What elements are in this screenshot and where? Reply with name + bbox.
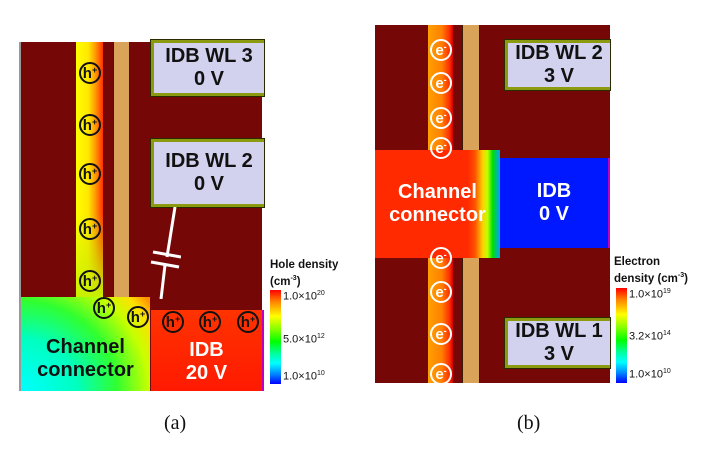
channel-connector-label-line1: Channel [46, 336, 125, 358]
colorbar-tick-label: 1.0×1010 [629, 368, 671, 381]
hole-carrier-icon: h+ [79, 114, 101, 136]
panel-a: IDB WL 3 0 V IDB WL 2 0 V Channel connec… [19, 39, 265, 391]
colorbar [616, 288, 627, 383]
hole-carrier-icon: h+ [93, 297, 115, 319]
colorbar-tick-label: 1.0×1019 [629, 288, 671, 301]
panel-b: IDB WL 2 3 V IDB WL 1 3 V Channel connec… [375, 25, 611, 385]
idb-voltage: 0 V [538, 203, 570, 225]
electron-carrier-icon: e- [430, 39, 452, 61]
electron-carrier-icon: e- [430, 323, 452, 345]
caption-a: (a) [164, 412, 187, 434]
hole-carrier-icon: h+ [79, 62, 101, 84]
oxide-strip [113, 42, 130, 297]
legend-title: Hole density (cm-3) [270, 259, 339, 288]
hole-carrier-icon: h+ [162, 311, 184, 333]
wordline-voltage: 3 V [543, 65, 575, 87]
wordline-name: IDB WL 1 [515, 320, 603, 342]
wordline-box: IDB WL 1 3 V [504, 317, 611, 369]
wordline-name: IDB WL 2 [515, 42, 603, 64]
colorbar [270, 290, 281, 384]
channel-connector-label-line1: Channel [398, 181, 477, 203]
legend-title: Electron density (cm-3) [614, 256, 688, 285]
colorbar-tick-label: 5.0×1012 [283, 333, 325, 346]
colorbar-tick-label: 3.2×1014 [629, 330, 671, 343]
hole-carrier-icon: h+ [79, 218, 101, 240]
channel-connector: Channel connector [375, 150, 500, 258]
hole-carrier-icon: h+ [237, 311, 259, 333]
capacitor-icon [150, 207, 181, 299]
idb-name: IDB [189, 338, 224, 361]
electron-carrier-icon: e- [430, 137, 452, 159]
channel-connector-label-line2: connector [389, 204, 486, 226]
hole-density-legend: Hole density (cm-3) 1.0×1020 5.0×1012 1.… [270, 258, 370, 388]
wordline-name: IDB WL 2 [165, 150, 253, 172]
colorbar-tick-label: 1.0×1010 [283, 370, 325, 383]
electron-carrier-icon: e- [430, 107, 452, 129]
hole-carrier-icon: h+ [79, 163, 101, 185]
electron-density-legend: Electron density (cm-3) 1.0×1019 3.2×101… [614, 255, 711, 385]
oxide-strip-upper [462, 25, 480, 150]
wordline-box: IDB WL 3 0 V [150, 39, 265, 97]
hole-carrier-icon: h+ [79, 270, 101, 292]
vertical-channel-lower [428, 258, 453, 383]
caption-b: (b) [517, 412, 541, 434]
hole-carrier-icon: h+ [127, 306, 149, 328]
hole-carrier-icon: h+ [199, 311, 221, 333]
electron-carrier-icon: e- [430, 281, 452, 303]
wordline-box: IDB WL 2 0 V [150, 138, 265, 208]
wordline-voltage: 0 V [193, 173, 225, 195]
electron-carrier-icon: e- [430, 72, 452, 94]
wordline-box: IDB WL 2 3 V [504, 39, 611, 91]
wordline-voltage: 0 V [193, 68, 225, 90]
electron-carrier-icon: e- [430, 247, 452, 269]
idb-voltage: 20 V [185, 361, 228, 384]
channel-connector-label-line2: connector [37, 359, 134, 381]
idb-electrode: IDB 0 V [500, 158, 610, 248]
wordline-voltage: 3 V [543, 343, 575, 365]
electron-carrier-icon: e- [430, 363, 452, 385]
wordline-name: IDB WL 3 [165, 45, 253, 67]
idb-name: IDB [536, 180, 572, 202]
oxide-strip-lower [462, 258, 480, 383]
colorbar-tick-label: 1.0×1020 [283, 290, 325, 303]
